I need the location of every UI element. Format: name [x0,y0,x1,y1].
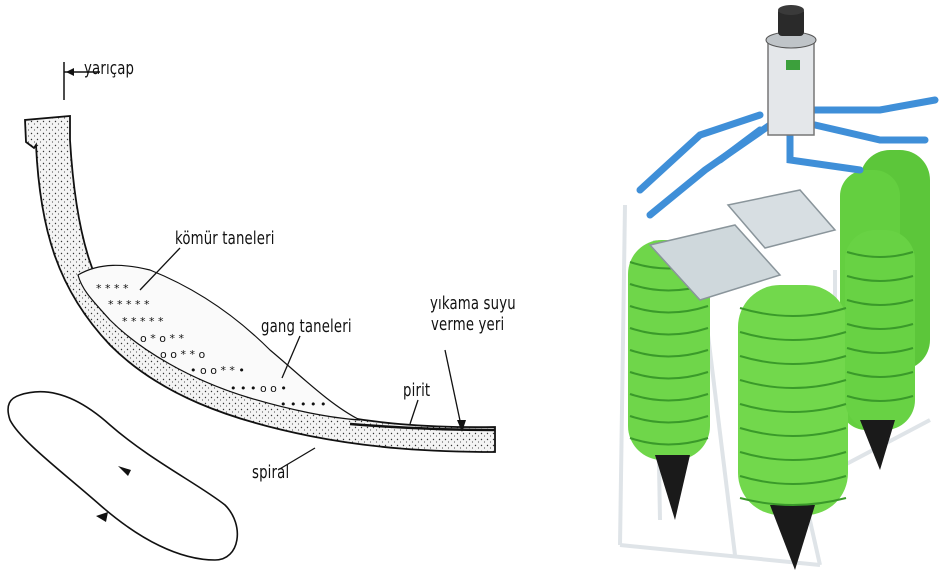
loop-arrow-2 [96,512,108,522]
svg-text:• o o * * •: • o o * * • [190,364,245,377]
wash-water-label-line1: yıkama suyu [430,293,516,314]
spiral-concentrator-illustration [620,5,935,570]
pyrite-label: pirit [403,380,430,401]
wash-water-label-line2: verme yeri [431,314,504,335]
wash-water-arrow-line [445,350,462,430]
svg-text:* * * *: * * * * [96,282,129,295]
circulation-loop [8,392,237,560]
svg-text:* * * * *: * * * * * [122,315,164,328]
radius-label: yarıçap [84,58,134,79]
svg-text:o * o * *: o * o * * [140,332,184,345]
spiral-label: spiral [252,462,289,483]
svg-text:• • • o o •: • • • o o • [230,382,287,395]
svg-text:o o * * o: o o * * o [160,348,205,361]
pyrite-leader-line [410,400,418,424]
loop-arrow-1 [118,466,131,476]
svg-text:* * * * *: * * * * * [108,298,150,311]
svg-text:• • • • •: • • • • • [280,398,326,411]
gangue-particles-label: gang taneleri [261,316,352,337]
coal-particles-label: kömür taneleri [175,228,275,249]
